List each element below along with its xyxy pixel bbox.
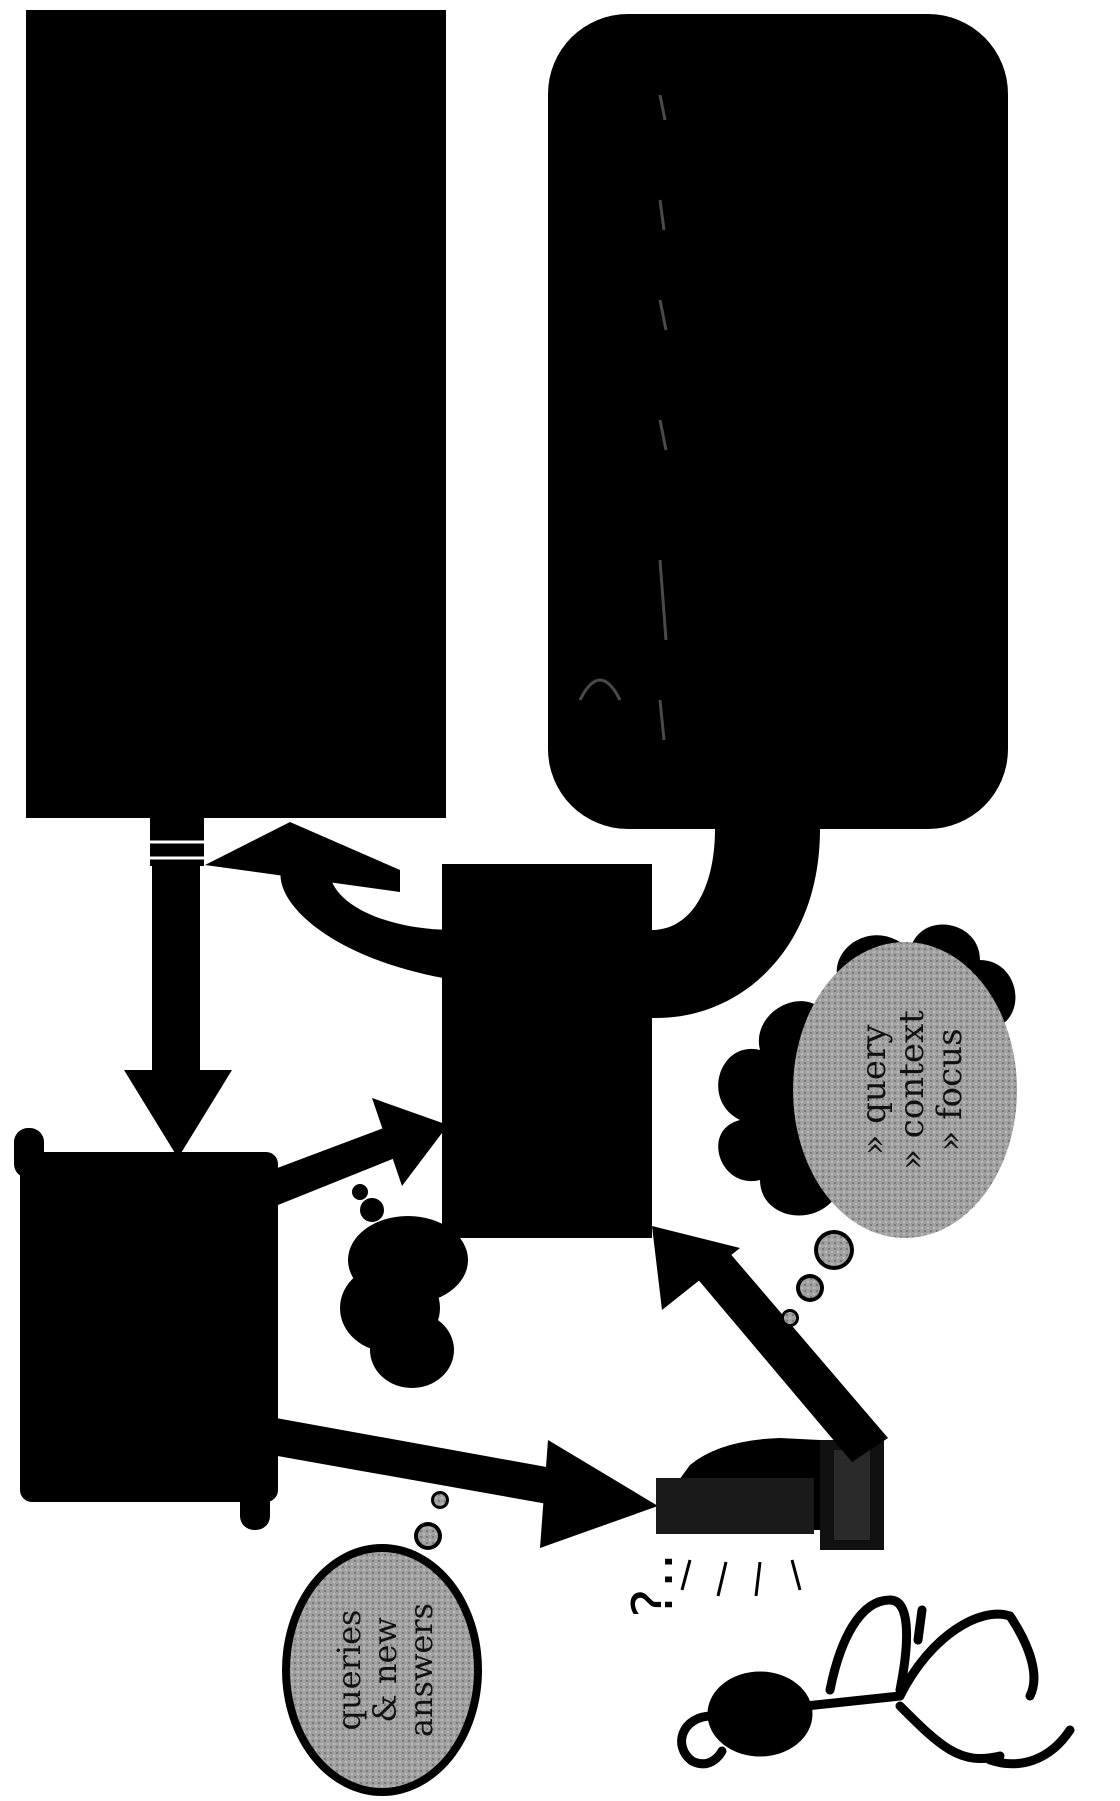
arrow-docs-to-engine	[652, 829, 820, 1019]
answers-line-1: queries	[330, 1610, 368, 1731]
document-collection-block	[548, 14, 1008, 829]
arrow-kb-to-index	[124, 866, 232, 1158]
dark-thought-cloud	[340, 1184, 468, 1388]
answers-line-3: answers	[402, 1603, 440, 1737]
monitor-glow-lines	[680, 1559, 802, 1597]
query-thought-cloud	[718, 924, 1017, 1327]
arrow-center-to-kb	[205, 822, 455, 980]
arrow-index-to-monitor	[272, 1418, 658, 1548]
document-scribble-marks	[578, 94, 668, 741]
query-line-2: » context	[892, 1010, 932, 1170]
user-question-mark: ?..	[621, 1553, 686, 1618]
answers-cloud-text: queries & new answers	[330, 1603, 440, 1737]
query-line-3: » focus	[930, 1028, 970, 1151]
knowledge-base-block	[26, 10, 446, 818]
query-cloud-text: » query » context » focus	[854, 1010, 970, 1170]
query-line-1: » query	[854, 1024, 894, 1156]
retrieval-engine-block	[442, 864, 652, 1238]
index-block	[20, 1152, 278, 1502]
index-block-cap-top	[14, 1128, 44, 1178]
index-block-cap-bottom	[240, 1470, 270, 1530]
user-stick-figure	[677, 1595, 1075, 1769]
arrow-index-to-engine	[272, 1098, 448, 1205]
answers-line-2: & new	[366, 1617, 404, 1723]
answers-thought-cloud	[282, 1491, 482, 1796]
arrow-user-to-engine	[652, 1226, 888, 1462]
